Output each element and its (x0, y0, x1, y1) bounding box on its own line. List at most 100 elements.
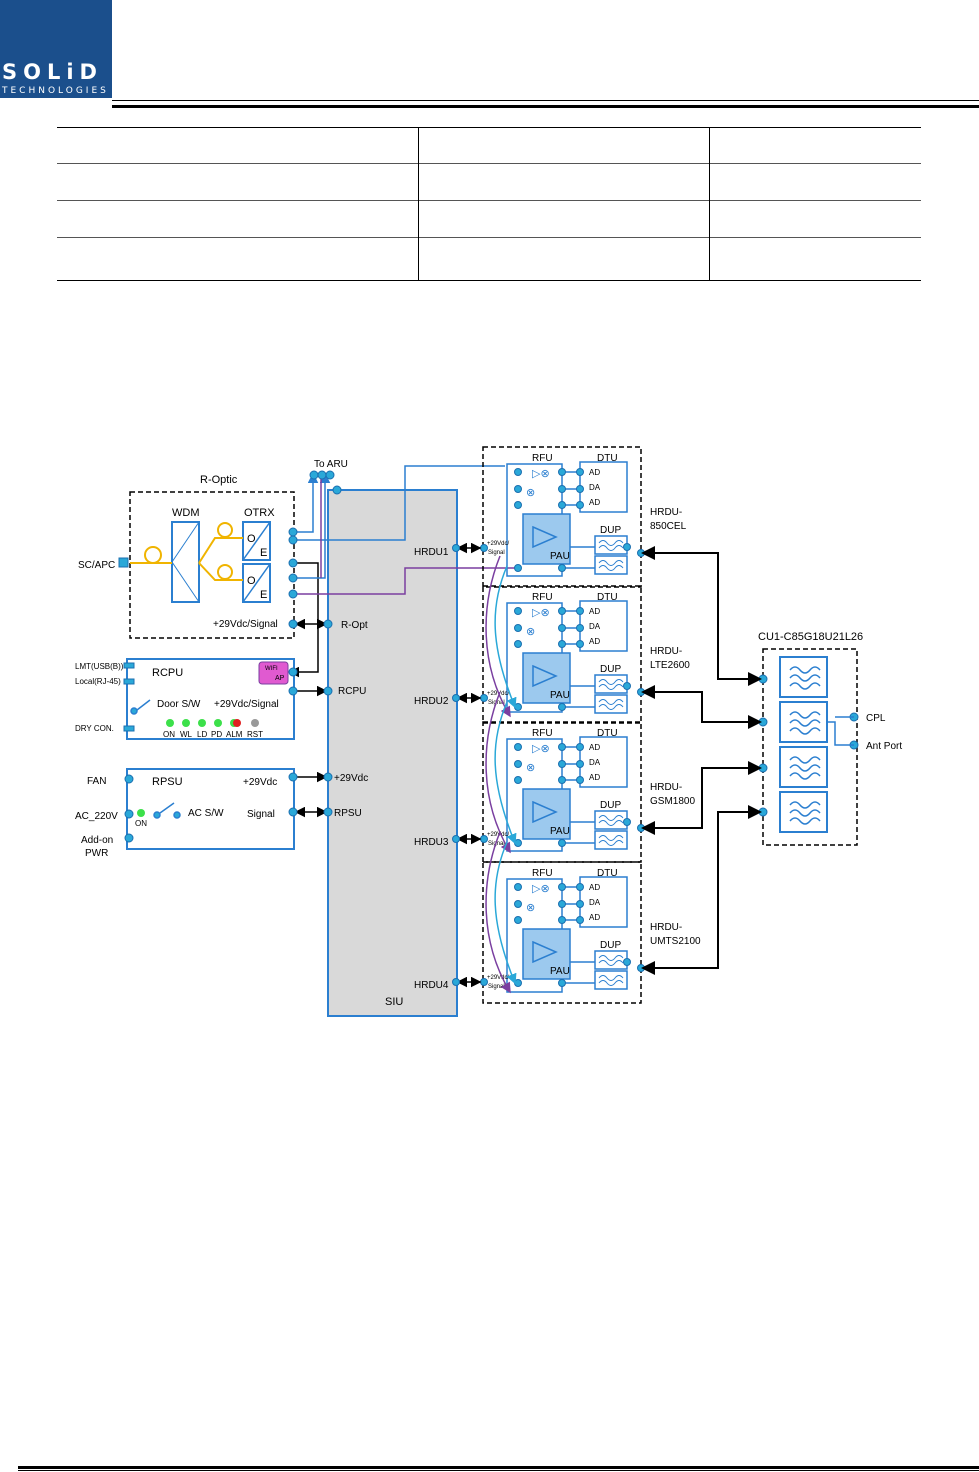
hrdu-cu-link (641, 546, 762, 686)
hrdu-box (482, 585, 642, 724)
connection-dot (576, 776, 584, 784)
black-connectors-left (288, 562, 328, 818)
fan-label: FAN (87, 776, 106, 787)
connection-dot (514, 979, 522, 987)
ad-label: AD (589, 637, 600, 646)
connection-dot (558, 916, 566, 924)
ad-label: AD (589, 913, 600, 922)
dtu-label: DTU (597, 592, 618, 603)
wdm-label: WDM (172, 507, 200, 519)
wifi-ap-module (258, 661, 289, 685)
led-label-alm: ALM (226, 730, 243, 739)
connection-dot (558, 743, 566, 751)
sc-apc-port[interactable] (118, 557, 129, 568)
otrx-block-1 (242, 521, 271, 561)
connection-dot (576, 900, 584, 908)
wdm-block (171, 521, 200, 603)
hrdu-name-line1: HRDU- (650, 646, 682, 657)
pau-label: PAU (550, 826, 570, 837)
otrx-e-2: E (260, 589, 267, 601)
local-port[interactable] (123, 678, 135, 685)
rpsu-signal-label: Signal (247, 809, 275, 820)
led-label-ld: LD (197, 730, 207, 739)
rcpu-label: RCPU (152, 667, 183, 679)
otrx-o-1: O (247, 533, 256, 545)
internal-links (562, 886, 595, 984)
siu-hrdu4-label: HRDU4 (414, 980, 449, 991)
optic-links (296, 465, 515, 595)
siu-hrdu3-label: HRDU3 (414, 837, 449, 848)
to-aru-label: To ARU (314, 459, 348, 470)
mixer-icon: ▷⊗ (532, 883, 550, 895)
connection-dot (514, 703, 522, 711)
connection-dot (558, 564, 566, 572)
hrdu-cu-link (641, 685, 762, 729)
connection-dot (558, 640, 566, 648)
dup-label: DUP (600, 800, 621, 811)
internal-links (562, 610, 595, 708)
amplifier-icon (532, 525, 558, 549)
amplifier-icon (532, 800, 558, 824)
connection-dot (514, 916, 522, 924)
dup-waves (598, 679, 624, 710)
amplifier-icon (532, 940, 558, 964)
optical-link-cyan (494, 701, 517, 845)
dtu-label: DTU (597, 868, 618, 879)
dry-port[interactable] (123, 725, 135, 732)
header-rule-thin (112, 100, 979, 101)
connection-dot (514, 743, 522, 751)
addon-port[interactable] (124, 833, 134, 843)
internal-links (562, 746, 595, 844)
da-label: DA (589, 483, 601, 492)
hrdu-module-3: RFUPAU▷⊗⊗DTUADDAADDUP+29Vdc/SignalHRDU-G… (452, 691, 762, 863)
pau-block (522, 513, 571, 565)
lmt-port[interactable] (123, 662, 135, 669)
dup-filter (594, 555, 628, 575)
optical-link-cyan (494, 565, 517, 709)
da-label: DA (589, 622, 601, 631)
dup-filter (594, 694, 628, 714)
ac-switch (153, 802, 181, 819)
dup-waves (598, 815, 624, 846)
connection-dot (514, 839, 522, 847)
hrdu-name-line2: LTE2600 (650, 660, 690, 671)
led-rst (251, 719, 259, 727)
ac-port[interactable] (124, 809, 134, 819)
wifi-label: WIFI (265, 666, 278, 672)
connection-dot (558, 624, 566, 632)
optical-link-purple (485, 831, 511, 994)
door-sw-label: Door S/W (157, 699, 201, 710)
siu-hrdu2-label: HRDU2 (414, 696, 449, 707)
dtu-block (579, 461, 628, 513)
led-label-pd: PD (211, 730, 222, 739)
connection-dot (558, 607, 566, 615)
dry-label: DRY CON. (75, 724, 114, 733)
rpsu-vdc-label: +29Vdc (243, 777, 277, 788)
oe-divider-2 (242, 563, 271, 603)
mixer-icon: ⊗ (526, 487, 535, 499)
connection-dot (514, 607, 522, 615)
connection-dot (558, 485, 566, 493)
ant-port-label: Ant Port (866, 741, 902, 752)
optical-link-purple (485, 691, 511, 854)
ac220-label: AC_220V (75, 811, 118, 822)
dtu-label: DTU (597, 453, 618, 464)
otrx-o-2: O (247, 575, 256, 587)
connection-dot (576, 468, 584, 476)
hrdu-name-line1: HRDU- (650, 782, 682, 793)
power-signal-label: Signal (488, 984, 505, 990)
ac-sw-label: AC S/W (188, 808, 224, 819)
company-logo: SOLiD TECHNOLOGIES (0, 0, 112, 98)
led-ld (198, 719, 206, 727)
mixer-icon: ▷⊗ (532, 607, 550, 619)
fan-port[interactable] (124, 774, 134, 784)
rcpu-box (126, 658, 295, 740)
led-wl (182, 719, 190, 727)
pau-label: PAU (550, 690, 570, 701)
rfu-label: RFU (532, 453, 553, 464)
connection-dot (558, 501, 566, 509)
sc-apc-label: SC/APC (78, 560, 115, 571)
hrdu-name-line2: GSM1800 (650, 796, 695, 807)
addon-label-1: Add-on (81, 835, 113, 846)
ad-label: AD (589, 498, 600, 507)
